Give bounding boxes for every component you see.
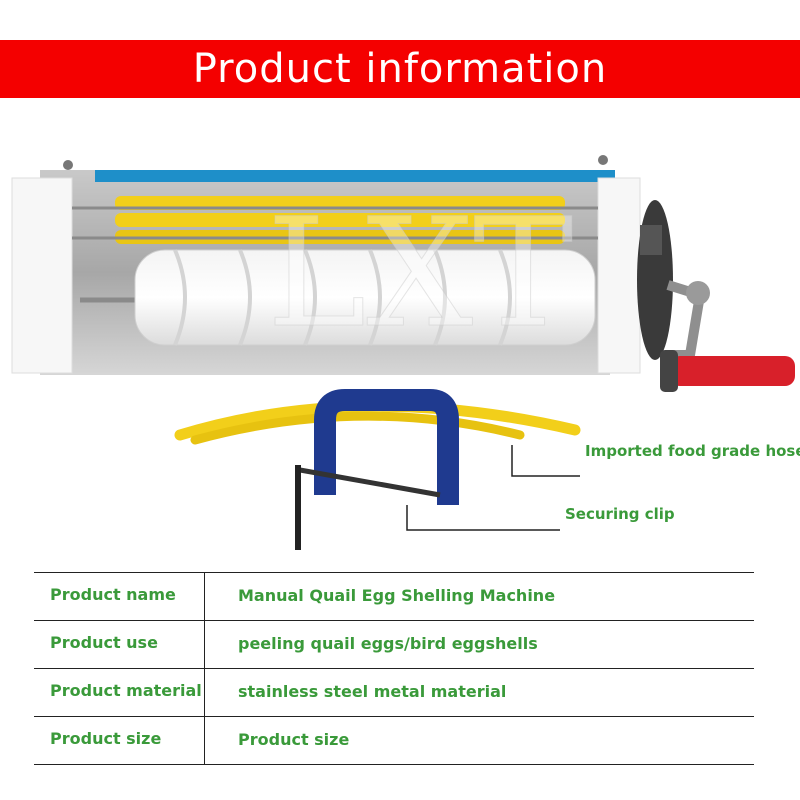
table-row: Product name Manual Quail Egg Shelling M…	[34, 573, 754, 621]
hose-leader-line	[511, 445, 580, 477]
column-divider	[204, 621, 205, 668]
spec-table: Product name Manual Quail Egg Shelling M…	[34, 572, 754, 765]
banner-title: Product information	[192, 46, 608, 92]
table-row: Product material stainless steel metal m…	[34, 669, 754, 717]
table-row: Product use peeling quail eggs/bird eggs…	[34, 621, 754, 669]
spec-value-material: stainless steel metal material	[238, 682, 507, 701]
spec-label-material: Product material	[50, 681, 202, 700]
securing-clip	[295, 389, 459, 550]
title-banner: Product information	[0, 40, 800, 98]
watermark: LXT	[267, 187, 573, 361]
clip-leader-line	[406, 505, 560, 531]
hose-callout: Imported food grade hose	[585, 442, 800, 460]
spiral-cylinder	[80, 249, 596, 346]
hose-accessory	[174, 400, 581, 445]
clip-callout: Securing clip	[565, 505, 675, 523]
column-divider	[204, 717, 205, 764]
spec-label-size: Product size	[50, 729, 162, 748]
column-divider	[204, 669, 205, 716]
column-divider	[204, 573, 205, 620]
spec-label-use: Product use	[50, 633, 158, 652]
spec-value-use: peeling quail eggs/bird eggshells	[238, 634, 538, 653]
table-row: Product size Product size	[34, 717, 754, 765]
crank-handle	[637, 200, 795, 392]
spec-label-name: Product name	[50, 585, 176, 604]
yellow-rollers	[72, 196, 598, 244]
spec-value-size: Product size	[238, 730, 350, 749]
spec-value-name: Manual Quail Egg Shelling Machine	[238, 586, 556, 605]
product-photo: LXT	[11, 155, 795, 550]
